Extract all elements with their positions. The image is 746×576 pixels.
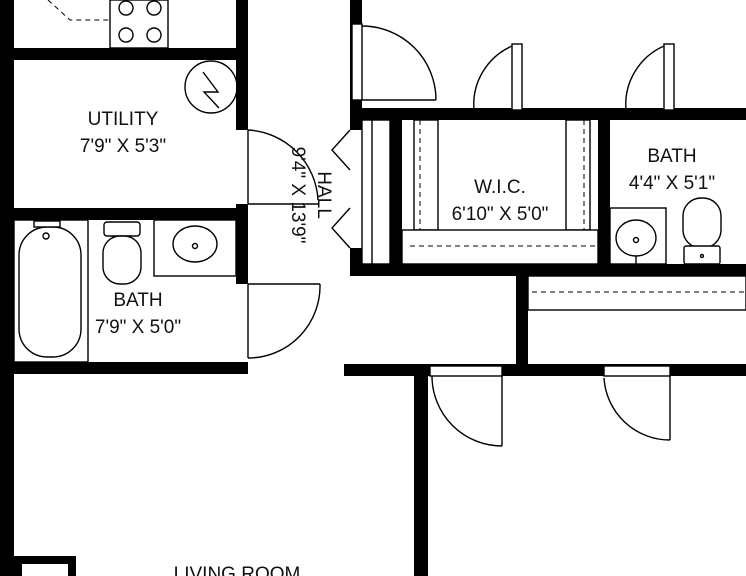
wall-wic-left — [390, 108, 402, 272]
stove — [47, 0, 169, 49]
wall-left — [0, 0, 14, 576]
wic-name: W.I.C. — [474, 177, 526, 198]
wall-bath-right-mid — [236, 204, 248, 284]
utility-dims: 7'9" X 5'3" — [80, 136, 166, 157]
wall-kitchen-bottom — [0, 48, 248, 60]
door-top-left[interactable] — [351, 23, 437, 101]
bedroom-door-right[interactable] — [603, 365, 671, 441]
door-top-mid[interactable] — [473, 43, 523, 111]
hall-name: HALL — [313, 171, 334, 219]
wic-dims: 6'10" X 5'0" — [452, 204, 549, 225]
wic-shelves — [401, 119, 599, 265]
wall-utility-bottom — [0, 208, 248, 220]
water-heater — [184, 60, 238, 114]
bath-left-door[interactable] — [247, 283, 321, 359]
wall-wic-right — [598, 108, 610, 272]
bath-right-dims: 4'4" X 5'1" — [629, 173, 715, 194]
wall-bedroom-left — [414, 364, 428, 576]
utility-door[interactable] — [247, 129, 319, 205]
bathtub — [13, 219, 89, 363]
wall-closet-left — [516, 264, 528, 374]
toilet-left — [102, 221, 142, 285]
wall-bedroom-top — [344, 364, 746, 376]
living-name: LIVING ROOM — [174, 564, 301, 576]
wall-utility-right-top — [236, 60, 248, 130]
door-top-right[interactable] — [625, 43, 675, 111]
bath-left-dims: 7'9" X 5'0" — [95, 317, 181, 338]
sink-left — [153, 219, 237, 277]
hall-closet-bifold[interactable] — [331, 119, 391, 265]
bedroom-door-left[interactable] — [429, 365, 503, 447]
wall-wic-top — [350, 108, 746, 120]
utility-name: UTILITY — [88, 109, 159, 130]
wall-bath-bottom — [0, 362, 248, 374]
sink-right — [609, 207, 667, 265]
bath-right-name: BATH — [647, 146, 696, 167]
window-gap — [22, 564, 68, 576]
linen-closet — [527, 275, 746, 311]
wall-wic-bottom — [350, 264, 746, 276]
bath-left-name: BATH — [113, 290, 162, 311]
toilet-right — [682, 197, 722, 265]
hall-dims: 9'4" X 13'9" — [287, 147, 308, 244]
wall-kitchen-right — [236, 0, 248, 60]
